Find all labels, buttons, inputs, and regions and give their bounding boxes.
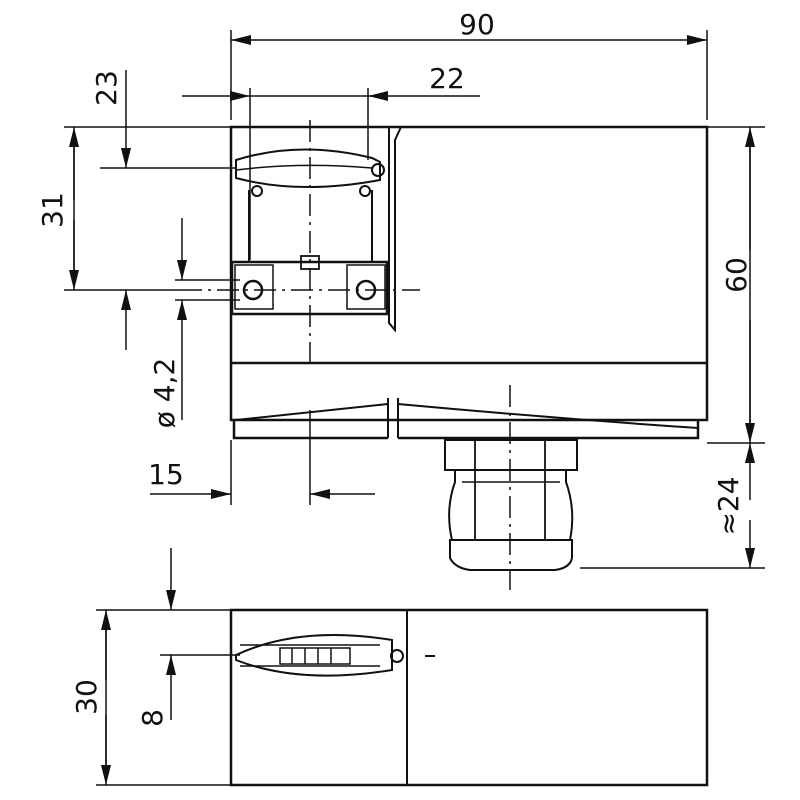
lever-rivet [251,185,263,197]
side-housing-outline [229,608,709,787]
housing-bottom-curve-left [235,403,389,421]
housing-bottom-curve-right [397,403,699,429]
dim-15: 15 [148,458,184,491]
dim-22: 22 [429,62,465,95]
housing-bottom-rim [232,420,700,440]
side-view [229,608,709,787]
dim-30: 30 [70,679,103,715]
lever-pin [371,163,385,177]
dim-23: 23 [90,70,123,106]
dim-approx-24: ≈24 [712,476,745,535]
center-lines [180,120,511,590]
cover-panel [388,126,402,333]
dim-60: 60 [720,257,753,293]
dim-31: 31 [36,192,69,228]
front-view [229,125,709,571]
dimension-lines [64,30,765,786]
side-lever-pin [390,649,404,663]
dim-90: 90 [459,8,495,41]
dim-hole-diameter: ø 4,2 [148,358,181,429]
housing-outline [229,125,709,422]
dim-8: 8 [136,709,169,727]
cable-gland [444,439,578,571]
side-lever [235,634,393,677]
lever-top [235,148,381,189]
